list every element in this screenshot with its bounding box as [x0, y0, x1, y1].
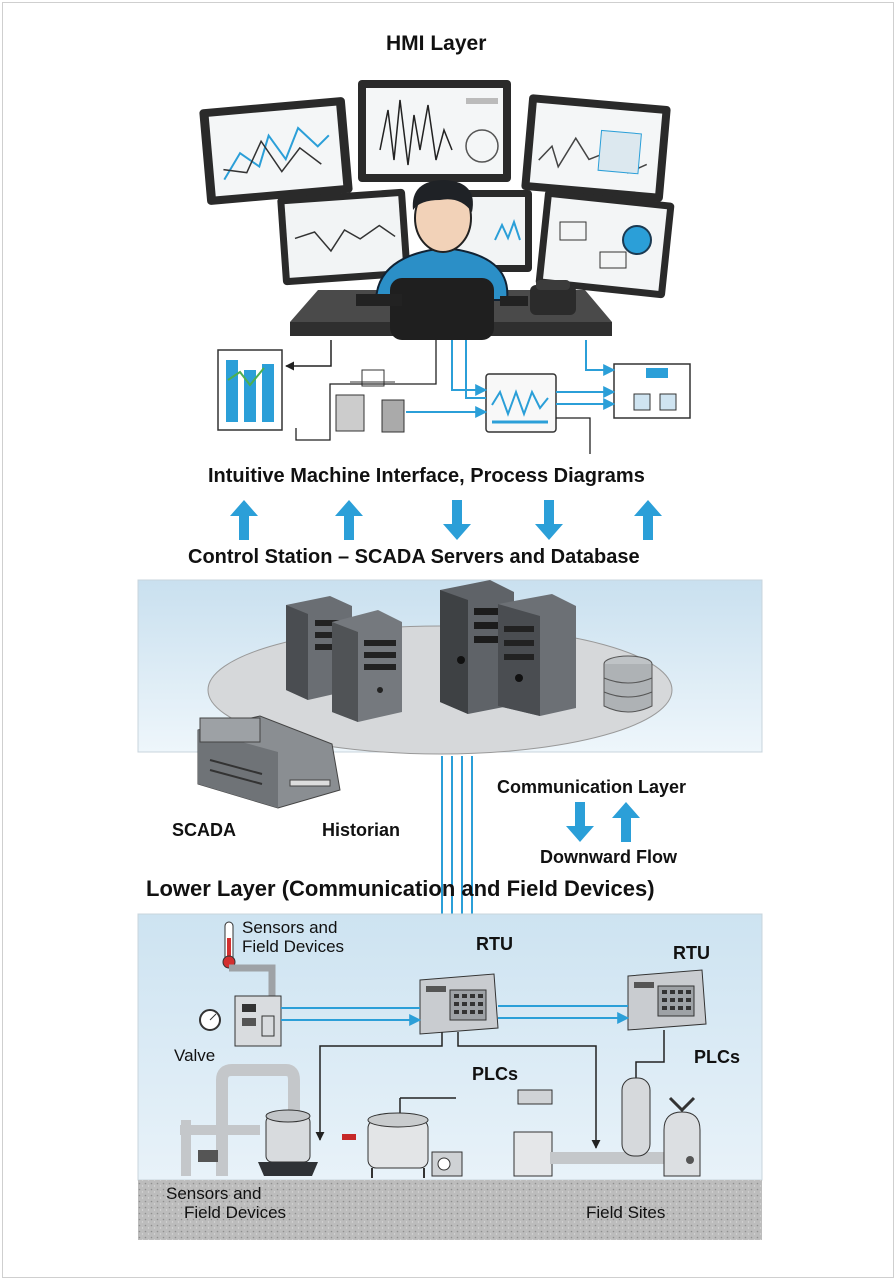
tank-icon — [342, 1112, 429, 1178]
pump-icon — [431, 1151, 463, 1177]
sensors-bottom-line1: Sensors and — [166, 1184, 262, 1203]
monitor-icon — [358, 80, 511, 182]
rtu-left-label: RTU — [476, 934, 513, 954]
plcs-left-label: PLCs — [472, 1064, 519, 1084]
flow-arrows — [230, 500, 662, 540]
tank-icon — [217, 349, 283, 431]
historian-label: Historian — [322, 820, 401, 840]
database-icon — [603, 655, 653, 713]
sensors-top-line1: Sensors and — [242, 918, 338, 937]
arrow-down-icon — [535, 500, 563, 540]
rtu-icon — [419, 973, 499, 1035]
plant-schematic — [613, 363, 691, 419]
process-diagrams — [217, 340, 691, 454]
monitor-icon — [535, 189, 675, 299]
server-icon — [332, 610, 402, 722]
arrow-up-icon — [634, 500, 662, 540]
control-station-panel — [137, 579, 763, 809]
lower-layer-panel — [137, 913, 763, 1240]
arrow-down-icon — [566, 802, 594, 842]
arrow-down-icon — [443, 500, 471, 540]
thermometer-icon — [222, 921, 236, 969]
operator-icon — [374, 180, 509, 340]
trend-panel — [485, 373, 557, 433]
field-site-equipment — [513, 1077, 701, 1177]
server-icon — [440, 580, 514, 714]
monitor-icon — [521, 94, 671, 202]
scada-label: SCADA — [172, 820, 237, 840]
arrow-up-icon — [612, 802, 640, 842]
plcs-right-label: PLCs — [694, 1047, 741, 1067]
sensors-bottom-line2: Field Devices — [184, 1203, 287, 1222]
monitor-icon — [199, 97, 353, 205]
hmi-caption: Intuitive Machine Interface, Process Dia… — [208, 465, 645, 487]
valve-label: Valve — [174, 1046, 216, 1065]
tank-icon — [258, 1109, 318, 1176]
communication-layer-label: Communication Layer — [497, 777, 687, 797]
server-icon — [498, 594, 576, 716]
phone-icon — [530, 280, 576, 315]
field-sites-label: Field Sites — [586, 1203, 666, 1222]
control-station-title: Control Station – SCADA Servers and Data… — [188, 546, 640, 568]
hmi-workstation — [199, 80, 675, 340]
rtu-right-label: RTU — [673, 943, 710, 963]
hmi-layer-title: HMI Layer — [386, 32, 487, 55]
lower-layer-title: Lower Layer (Communication and Field Dev… — [146, 876, 655, 901]
sensor-transmitter — [234, 995, 282, 1047]
monitor-icon — [277, 188, 411, 286]
arrow-up-icon — [230, 500, 258, 540]
downward-flow-label: Downward Flow — [540, 847, 677, 867]
rtu-icon — [627, 969, 707, 1031]
gauge-icon — [199, 1009, 221, 1031]
scada-console — [197, 715, 341, 809]
pipe-network — [180, 1064, 300, 1176]
arrow-up-icon — [335, 500, 363, 540]
sensors-top-line2: Field Devices — [242, 937, 345, 956]
